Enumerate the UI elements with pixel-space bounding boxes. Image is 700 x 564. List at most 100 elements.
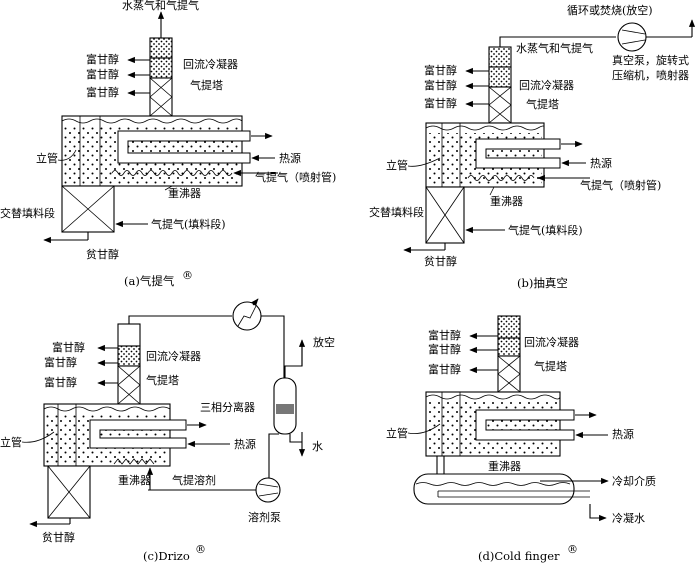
reboiler-label-d: 重沸器 (488, 459, 521, 473)
heating-tube-d (475, 409, 575, 441)
stripper-column-d (497, 355, 521, 393)
separator-label-c: 三相分离器 (200, 400, 255, 414)
condenser-symbol-c (237, 305, 257, 327)
rich-label-3-c: 富甘醇 (44, 375, 77, 389)
column-top-fill-a (150, 38, 172, 58)
lean-label-b: 贫甘醇 (424, 254, 457, 268)
stripper-label-b: 气提塔 (526, 97, 559, 111)
reboiler-label-a: 重沸器 (168, 186, 201, 200)
stripper-column-c (117, 365, 141, 405)
stripper-packing-a (149, 77, 173, 117)
liquid-level-d (425, 394, 561, 400)
vent-label-c: 放空 (313, 335, 335, 349)
rich-label-2-c: 富甘醇 (44, 355, 77, 369)
overhead-condenser-c (232, 301, 262, 331)
lean-label-c: 贫甘醇 (42, 530, 75, 544)
stripper-packing-c (117, 365, 141, 405)
top-out-label-a: 水蒸气和气提气 (122, 0, 199, 12)
strip-gas-packed-label-a: 气提气(填料段) (151, 217, 226, 231)
strip-gas-label-a: 气提气（喷射管) (255, 170, 336, 184)
separator-packing-c (276, 404, 294, 414)
to-pump-line-c (268, 433, 279, 478)
packed-x-c (47, 465, 91, 519)
sparger-a (111, 170, 233, 176)
rich-label-2-a: 富甘醇 (86, 67, 119, 81)
packed-x-b (425, 186, 465, 244)
rich-label-1-c: 富甘醇 (52, 340, 85, 354)
strip-gas-label-b: 气提气（喷射管) (580, 178, 661, 192)
caption-d: (d)Cold finger (478, 549, 560, 563)
lean-label-a: 贫甘醇 (86, 247, 119, 261)
panel-d: 富甘醇 富甘醇 富甘醇 回流冷凝器 气提塔 热源 立管 重沸器 冷却介质 冷凝水… (386, 315, 656, 563)
reflux-condenser-fill-d (498, 338, 520, 356)
liquid-level-a (61, 118, 243, 124)
sparger-b (467, 175, 535, 181)
to-separator-line-c (261, 315, 285, 378)
panel-a: 水蒸气和气提气 富甘醇 富甘醇 富甘醇 回流冷凝器 气提塔 立管 热源 气提气（… (0, 0, 336, 288)
reboiler-leader-a (164, 185, 173, 191)
caption-c: (c)Drizo (143, 549, 190, 563)
stripper-packing-b (488, 86, 512, 124)
reboiler-label-b: 重沸器 (490, 194, 523, 208)
stripper-label-c: 气提塔 (146, 373, 179, 387)
pump-label-c: 溶剂泵 (248, 510, 281, 524)
standpipe-leader-b (407, 157, 441, 167)
reflux-condenser-fill-b (489, 67, 511, 87)
reflux-label-d: 回流冷凝器 (524, 335, 579, 349)
caption-a: (a)气提气 (124, 274, 175, 288)
reflux-label-a: 回流冷凝器 (183, 57, 238, 71)
standpipe-leader-d (407, 423, 441, 434)
panel-b: 循环或焚烧(放空) 水蒸气和气提气 真空泵，旋转式 压缩机，喷射器 富甘醇 富甘… (369, 3, 696, 290)
heating-tube-b (475, 138, 561, 169)
water-line-c (289, 434, 302, 443)
reboiler-leader-b (489, 186, 495, 196)
vacuum-pump-b (617, 22, 647, 52)
packed-x-a (61, 185, 115, 233)
condenser-arrow-c (251, 298, 259, 307)
column-top-fill-d (498, 316, 520, 338)
coolant-label-d: 冷却介质 (612, 475, 656, 488)
reboiler-label-c: 重沸器 (118, 473, 151, 487)
reflux-condenser-fill-c (118, 346, 140, 366)
standpipe-leader-c (21, 431, 55, 443)
reg-mark-d: ® (567, 543, 578, 556)
rich-label-2-d: 富甘醇 (428, 342, 461, 356)
condensate-line-d (589, 504, 607, 522)
rich-label-3-d: 富甘醇 (428, 362, 461, 376)
stripper-column-b (488, 86, 512, 124)
vent-line-c (284, 344, 303, 378)
reg-mark-a: ® (182, 269, 193, 282)
pump-label-2-b: 压缩机，喷射器 (612, 68, 689, 82)
pump-symbol-c (258, 483, 279, 497)
heat-label-d: 热源 (612, 427, 634, 441)
caption-b: (b)抽真空 (517, 276, 568, 290)
tank-liquid-level-d (415, 482, 571, 486)
reflux-label-b: 回流冷凝器 (519, 78, 574, 92)
standpipe-label-b: 立管 (386, 158, 408, 172)
strip-gas-packed-label-b: 气提气(填料段) (508, 223, 583, 237)
liquid-level-b (425, 125, 545, 131)
cold-finger-tube-d (437, 490, 590, 498)
column-top-fill-b (489, 47, 511, 67)
heat-label-c: 热源 (234, 437, 256, 451)
panel-c: 放空 水 三相分离器 溶剂泵 气提溶剂 富甘醇 富甘醇 富甘醇 回流冷凝器 气提… (0, 298, 335, 563)
solvent-sparger-c (113, 458, 155, 465)
stripper-label-a: 气提塔 (190, 78, 223, 92)
vacuum-line-b (499, 36, 616, 47)
standpipe-label-d: 立管 (386, 426, 408, 440)
rich-label-1-d: 富甘醇 (428, 328, 461, 342)
reflux-condenser-fill-a (150, 58, 172, 78)
packed-label-b: 交替填料段 (369, 205, 424, 219)
solvent-pump-c (255, 477, 281, 503)
top-out-label-b: 水蒸气和气提气 (516, 41, 593, 55)
condensate-label-d: 冷凝水 (612, 511, 645, 525)
stripper-column-a (149, 77, 173, 117)
reg-mark-c: ® (195, 543, 206, 556)
stripper-packing-d (497, 355, 521, 393)
packed-label-a: 交替填料段 (0, 206, 55, 220)
rich-label-1-a: 富甘醇 (86, 52, 119, 66)
liquid-level-c (43, 406, 171, 412)
standpipe-label-a: 立管 (36, 151, 58, 165)
column-top-c (117, 323, 141, 347)
